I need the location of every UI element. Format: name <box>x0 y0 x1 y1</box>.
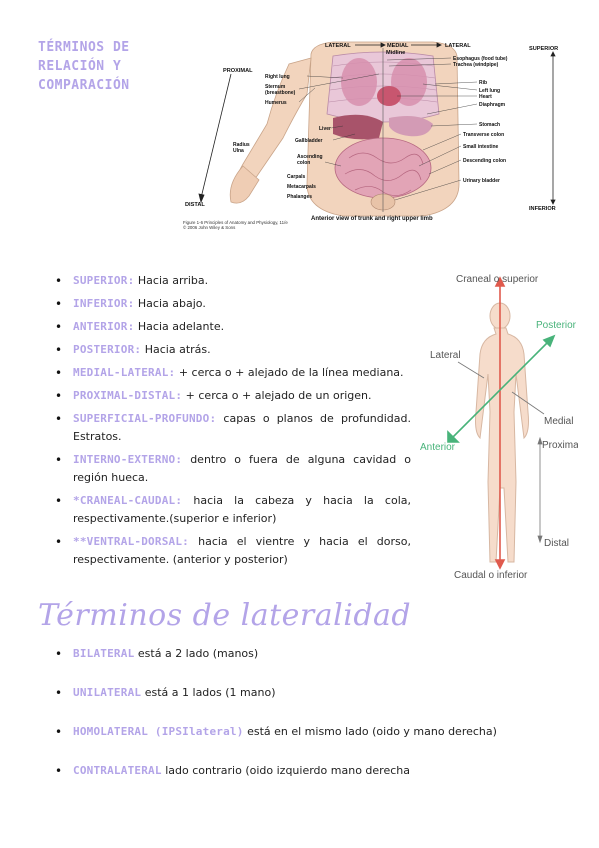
label-metacarpals: Metacarpals <box>287 184 316 190</box>
label-proximal: Proximal <box>542 440 578 451</box>
label-humerus: Humerus <box>265 100 287 106</box>
label-transverse-colon: Transverse colon <box>463 132 504 138</box>
label-radius: Radius <box>233 142 250 148</box>
relation-terms-list: SUPERIOR: Hacia arriba. INFERIOR: Hacia … <box>55 272 411 574</box>
label-liver: Liver <box>319 126 331 132</box>
page-title: TÉRMINOS DE RELACIÓN Y COMPARACIÓN <box>38 40 130 93</box>
body-directions-figure: Craneal o superior Posterior Lateral Med… <box>420 274 578 581</box>
label-midline: Midline <box>386 50 405 56</box>
label-gallbladder: Gallbladder <box>295 138 323 144</box>
body <box>475 327 529 563</box>
list-item: POSTERIOR: Hacia atrás. <box>55 341 411 359</box>
right-lung <box>341 58 377 106</box>
laterality-terms-list: BILATERAL está a 2 lado (manos) UNILATER… <box>55 645 575 801</box>
label-colon: colon <box>297 160 310 166</box>
label-trachea: Trachea (windpipe) <box>453 62 499 68</box>
label-proximal: PROXIMAL <box>223 68 253 74</box>
label-lateral-right: LATERAL <box>445 43 471 49</box>
label-ulna: Ulna <box>233 148 244 154</box>
label-caudal: Caudal o inferior <box>454 570 528 581</box>
anatomy-trunk-figure: LATERAL MEDIAL LATERAL Midline SUPERIOR … <box>183 41 558 230</box>
list-item: INFERIOR: Hacia abajo. <box>55 295 411 313</box>
list-item: SUPERIOR: Hacia arriba. <box>55 272 411 290</box>
label-diaphragm: Diaphragm <box>479 102 506 108</box>
label-sternum: Sternum <box>265 84 286 90</box>
list-item: *CRANEAL-CAUDAL: hacia la cabeza y hacia… <box>55 492 411 528</box>
liver <box>333 114 383 140</box>
label-esophagus: Esophagus (food tube) <box>453 56 508 62</box>
list-item: HOMOLATERAL (IPSIlateral) está en el mis… <box>55 723 575 741</box>
label-right-lung: Right lung <box>265 74 290 80</box>
label-lateral-left: LATERAL <box>325 43 351 49</box>
section-title-laterality: Términos de lateralidad <box>38 598 412 633</box>
label-phalanges: Phalanges <box>287 194 312 200</box>
label-stomach: Stomach <box>479 122 500 128</box>
label-lateral: Lateral <box>430 350 461 361</box>
label-left-lung: Left lung <box>479 88 500 94</box>
list-item: UNILATERAL está a 1 lados (1 mano) <box>55 684 575 702</box>
figure1-caption: Anterior view of trunk and right upper l… <box>311 216 433 222</box>
list-item: ANTERIOR: Hacia adelante. <box>55 318 411 336</box>
label-descending-colon: Descending colon <box>463 158 506 164</box>
label-posterior: Posterior <box>536 320 577 331</box>
figure1-credit: Figure 1-6 Principles of Anatomy and Phy… <box>183 220 288 225</box>
label-urinary-bladder: Urinary bladder <box>463 178 500 184</box>
list-item: MEDIAL-LATERAL: + cerca o + alejado de l… <box>55 364 411 382</box>
label-superior: SUPERIOR <box>529 46 558 52</box>
stomach <box>389 116 433 137</box>
label-medial: Medial <box>544 416 573 427</box>
label-rib: Rib <box>479 80 487 86</box>
label-distal: DISTAL <box>185 202 205 208</box>
list-item: INTERNO-EXTERNO: dentro o fuera de algun… <box>55 451 411 487</box>
label-distal: Distal <box>544 538 569 549</box>
label-inferior: INFERIOR <box>529 206 556 212</box>
list-item: BILATERAL está a 2 lado (manos) <box>55 645 575 663</box>
list-item: CONTRALATERAL lado contrario (oido izqui… <box>55 762 575 780</box>
label-ascending: Ascending <box>297 154 323 160</box>
list-item: SUPERFICIAL-PROFUNDO: capas o planos de … <box>55 410 411 446</box>
label-medial: MEDIAL <box>387 43 409 49</box>
label-anterior: Anterior <box>420 442 456 453</box>
hand-skin <box>229 165 260 204</box>
label-sternum2: (breastbone) <box>265 90 296 96</box>
label-small-intestine: Small intestine <box>463 144 499 150</box>
label-carpals: Carpals <box>287 174 306 180</box>
label-cranial: Craneal o superior <box>456 274 539 285</box>
figure1-credit-2: © 2006 John Wiley & Sons <box>183 225 236 230</box>
list-item: **VENTRAL-DORSAL: hacia el vientre y hac… <box>55 533 411 569</box>
list-item: PROXIMAL-DISTAL: + cerca o + alejado de … <box>55 387 411 405</box>
label-heart: Heart <box>479 94 492 100</box>
